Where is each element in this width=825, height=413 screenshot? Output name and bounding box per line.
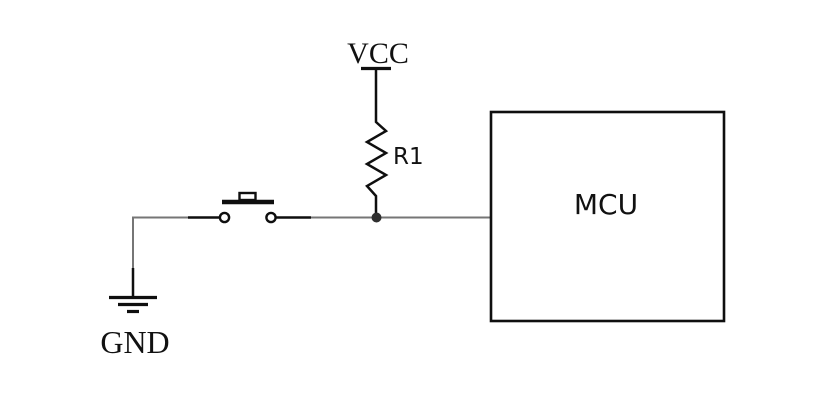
mcu-block: MCU <box>489 110 726 323</box>
wire-ground-to-switch <box>132 216 219 275</box>
earth-ground: GND <box>100 268 170 360</box>
switch-button-cap <box>238 191 257 202</box>
pushbutton-switch <box>188 191 311 224</box>
resistor-label: R1 <box>393 144 424 170</box>
junction-dot <box>371 212 382 223</box>
gnd-label: GND <box>100 324 169 360</box>
vcc-label: VCC <box>347 37 409 70</box>
wires <box>132 216 491 275</box>
vcc-power-rail: VCC <box>347 37 409 71</box>
switch-contact-right <box>265 211 277 224</box>
resistor-r1: R1 <box>364 68 424 214</box>
switch-contact-left <box>218 211 231 224</box>
resistor-symbol <box>364 68 389 214</box>
mcu-box <box>489 110 726 323</box>
mcu-label: MCU <box>574 188 638 221</box>
